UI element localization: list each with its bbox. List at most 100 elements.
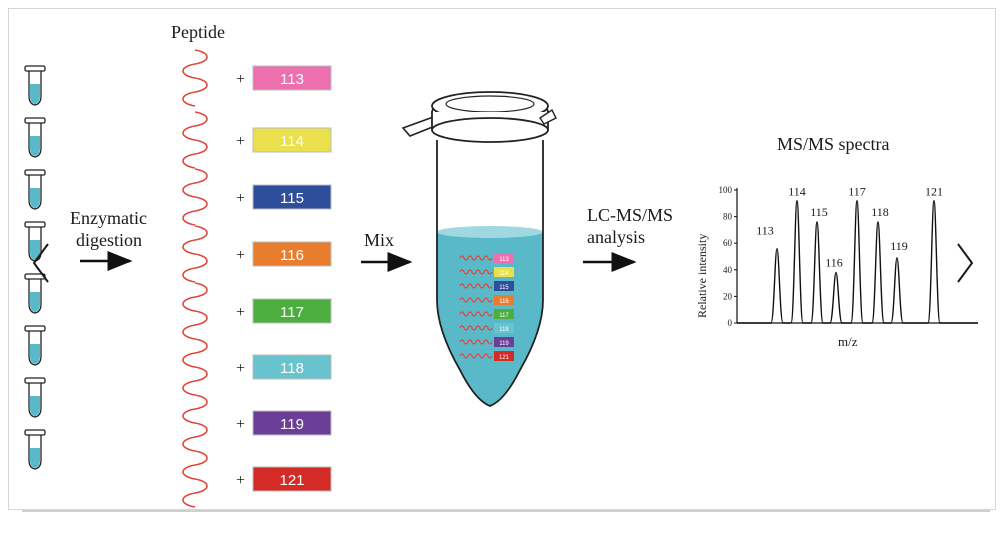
tube-tag-label: 115 bbox=[499, 285, 509, 291]
isobaric-tag-label: 116 bbox=[280, 247, 304, 264]
tube-tag bbox=[494, 323, 514, 333]
isobaric-tag bbox=[252, 184, 332, 210]
plus-sign: + bbox=[236, 190, 245, 207]
peak-label: 114 bbox=[788, 185, 806, 199]
small-tube-icon bbox=[24, 429, 46, 470]
isobaric-tag bbox=[252, 410, 332, 436]
chevron-left-icon[interactable] bbox=[28, 238, 54, 288]
peptide-wave bbox=[182, 450, 208, 508]
peptide-tag-row: +114 bbox=[182, 111, 332, 169]
tube-tag-label: 116 bbox=[499, 299, 509, 305]
plus-sign: + bbox=[236, 304, 245, 321]
peak-label: 116 bbox=[825, 255, 843, 269]
digestion-label-line2: digestion bbox=[76, 230, 142, 250]
tube-tag bbox=[494, 267, 514, 277]
peptide-wave bbox=[182, 282, 208, 340]
peptide-tag-row: +117 bbox=[182, 282, 332, 340]
peptide-title: Peptide bbox=[171, 22, 225, 42]
y-tick-label: 0 bbox=[728, 318, 733, 328]
small-tube-icon bbox=[24, 169, 46, 210]
isobaric-tag bbox=[252, 354, 332, 380]
isobaric-tag-label: 121 bbox=[279, 472, 304, 489]
isobaric-tag-label: 119 bbox=[280, 416, 304, 433]
isobaric-tag-label: 115 bbox=[280, 190, 304, 207]
peptide-wave bbox=[182, 338, 208, 396]
peptide-tag-row: +119 bbox=[182, 394, 332, 452]
tube-peptide-wave bbox=[459, 269, 493, 275]
peptide-wave bbox=[182, 168, 208, 226]
peptide-tag-row: +116 bbox=[182, 225, 332, 283]
tube-liquid bbox=[437, 232, 543, 406]
digestion-label-line1: Enzymatic bbox=[70, 208, 147, 228]
isobaric-tag bbox=[252, 241, 332, 267]
tube-peptide-mixture: 113 114 115 116 117 118 119 121 bbox=[459, 253, 514, 361]
small-tube-icon bbox=[24, 377, 46, 418]
spectrum-trace bbox=[737, 199, 978, 324]
y-tick-label: 20 bbox=[723, 291, 733, 301]
tube-peptide-wave bbox=[459, 283, 493, 289]
peptide-wave bbox=[182, 111, 208, 169]
y-tick-label: 60 bbox=[723, 238, 733, 248]
isobaric-tag-label: 114 bbox=[280, 133, 304, 150]
mix-label: Mix bbox=[364, 230, 394, 250]
tube-tag-label: 119 bbox=[499, 341, 509, 347]
isobaric-tag-label: 117 bbox=[280, 304, 304, 321]
peptide-wave bbox=[182, 394, 208, 452]
tube-peptide-wave bbox=[459, 353, 493, 359]
isobaric-tag bbox=[252, 466, 332, 492]
tube-peptide-wave bbox=[459, 339, 493, 345]
tube-tag bbox=[494, 309, 514, 319]
isobaric-tag bbox=[252, 65, 332, 91]
small-tube-icon bbox=[24, 325, 46, 366]
plus-sign: + bbox=[236, 360, 245, 377]
sample-tubes bbox=[24, 65, 46, 470]
peptide-wave bbox=[182, 225, 208, 283]
tube-tag bbox=[494, 281, 514, 291]
small-tube-icon bbox=[24, 65, 46, 106]
spectrum-y-label: Relative intensity bbox=[695, 234, 709, 318]
isobaric-tag bbox=[252, 298, 332, 324]
plus-sign: + bbox=[236, 247, 245, 264]
plus-sign: + bbox=[236, 133, 245, 150]
isobaric-tag-label: 113 bbox=[280, 71, 304, 88]
isobaric-tag bbox=[252, 127, 332, 153]
tube-tag-label: 114 bbox=[499, 271, 509, 277]
chevron-right-icon[interactable] bbox=[952, 238, 978, 288]
tube-peptide-wave bbox=[459, 325, 493, 331]
tube-tag bbox=[494, 337, 514, 347]
spectrum-title: MS/MS spectra bbox=[777, 134, 890, 154]
peptide-wave bbox=[182, 49, 208, 107]
y-tick-label: 80 bbox=[723, 212, 733, 222]
tube-peptide-wave bbox=[459, 255, 493, 261]
tube-tag-label: 113 bbox=[499, 257, 509, 263]
tube-tag bbox=[494, 351, 514, 361]
lcms-label-line2: analysis bbox=[587, 227, 645, 247]
peptide-tag-row: +121 bbox=[182, 450, 332, 508]
tube-tag bbox=[494, 253, 514, 263]
tube-tag-label: 117 bbox=[499, 313, 509, 319]
plus-sign: + bbox=[236, 71, 245, 88]
tube-tag-label: 121 bbox=[499, 355, 510, 361]
peak-label: 113 bbox=[756, 224, 774, 238]
plus-sign: + bbox=[236, 416, 245, 433]
bottom-rule bbox=[22, 510, 990, 512]
plus-sign: + bbox=[236, 472, 245, 489]
peak-label: 118 bbox=[871, 205, 889, 219]
peptide-tag-rows: +113+114+115+116+117+118+119+121 bbox=[182, 49, 332, 508]
tube-peptide-wave bbox=[459, 297, 493, 303]
isobaric-tag-label: 118 bbox=[280, 360, 304, 377]
tube-tag-label: 118 bbox=[499, 327, 509, 333]
y-tick-label: 40 bbox=[723, 265, 733, 275]
peptide-tag-row: +113 bbox=[182, 49, 332, 107]
mixing-tube: 113 114 115 116 117 118 119 121 bbox=[401, 91, 557, 407]
peak-label: 115 bbox=[810, 205, 828, 219]
tube-peptide-wave bbox=[459, 311, 493, 317]
y-tick-label: 100 bbox=[719, 185, 733, 195]
peptide-tag-row: +118 bbox=[182, 338, 332, 396]
peak-label: 117 bbox=[848, 185, 866, 199]
peak-label: 121 bbox=[925, 185, 943, 199]
lcms-label-line1: LC-MS/MS bbox=[587, 205, 673, 225]
spectrum-x-label: m/z bbox=[838, 334, 858, 349]
